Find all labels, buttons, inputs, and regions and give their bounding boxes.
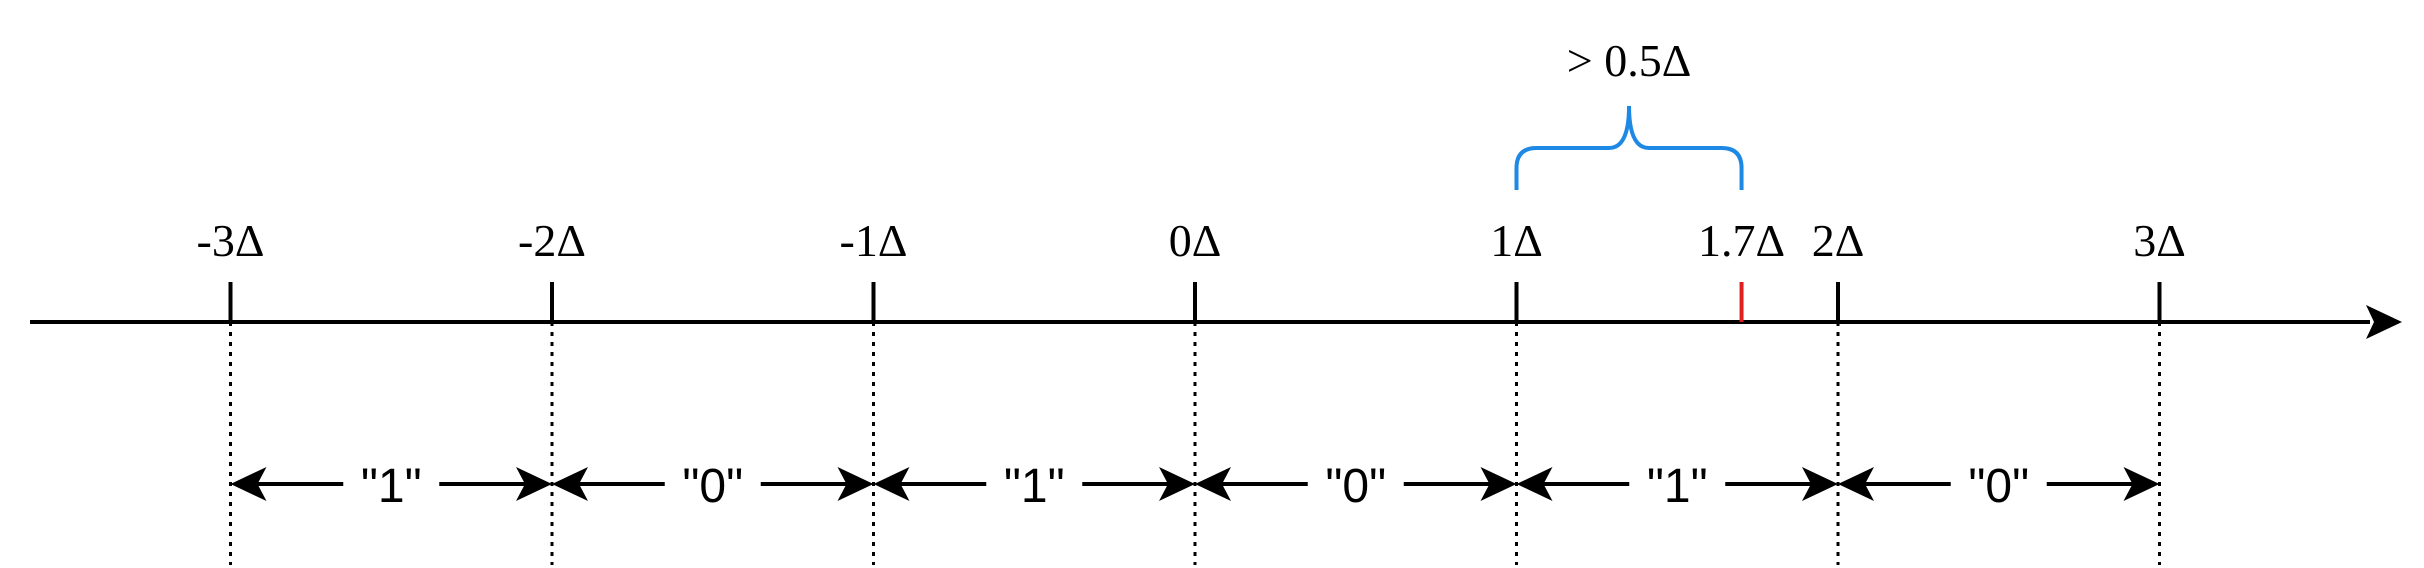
- arrow-head-right: [516, 467, 552, 501]
- arrow-head-left: [1516, 467, 1553, 501]
- axis-arrow-head: [2366, 305, 2402, 339]
- tick-labels: -3Δ -2Δ -1Δ 0Δ 1Δ 2Δ 3Δ: [197, 215, 2186, 266]
- tick-marks: [228, 282, 2162, 565]
- arrow-head-right: [1802, 467, 1838, 501]
- arrow-head-right: [1480, 467, 1517, 501]
- tick-label: 1Δ: [1490, 215, 1543, 266]
- interval-arrows: "1" "0" "1" "0" "1" "0": [230, 460, 2160, 513]
- arrow-head-right: [2123, 467, 2160, 501]
- tick-label: -2Δ: [518, 215, 586, 266]
- interval-arrow: "1": [873, 460, 1195, 513]
- interval-bit-label: "1": [361, 460, 422, 513]
- interval-bit-label: "0": [1325, 460, 1386, 513]
- brace-group: > 0.5Δ: [1514, 35, 1744, 190]
- interval-arrow: "1": [230, 460, 552, 513]
- tick-label: -3Δ: [197, 215, 265, 266]
- marker-group: 1.7Δ: [1698, 215, 1785, 322]
- interval-arrow: "0": [1838, 460, 2160, 513]
- arrow-head-left: [1838, 467, 1874, 501]
- arrow-head-left: [230, 467, 267, 501]
- interval-bit-label: "1": [1004, 460, 1065, 513]
- interval-bit-label: "0": [682, 460, 743, 513]
- interval-arrow: "0": [1195, 460, 1517, 513]
- interval-arrow: "1": [1516, 460, 1838, 513]
- marker-label: 1.7Δ: [1698, 215, 1785, 266]
- arrow-head-right: [837, 467, 874, 501]
- tick-label: 2Δ: [1812, 215, 1865, 266]
- curly-brace: [1514, 105, 1744, 190]
- arrow-head-right: [1159, 467, 1195, 501]
- arrow-head-left: [1195, 467, 1231, 501]
- arrow-head-left: [873, 467, 910, 501]
- tick-label: 3Δ: [2133, 215, 2186, 266]
- arrow-head-left: [552, 467, 588, 501]
- brace-label: > 0.5Δ: [1567, 35, 1692, 86]
- tick-label: 0Δ: [1169, 215, 1222, 266]
- interval-bit-label: "0": [1968, 460, 2029, 513]
- interval-arrow: "0": [552, 460, 874, 513]
- tick-label: -1Δ: [840, 215, 908, 266]
- interval-bit-label: "1": [1647, 460, 1708, 513]
